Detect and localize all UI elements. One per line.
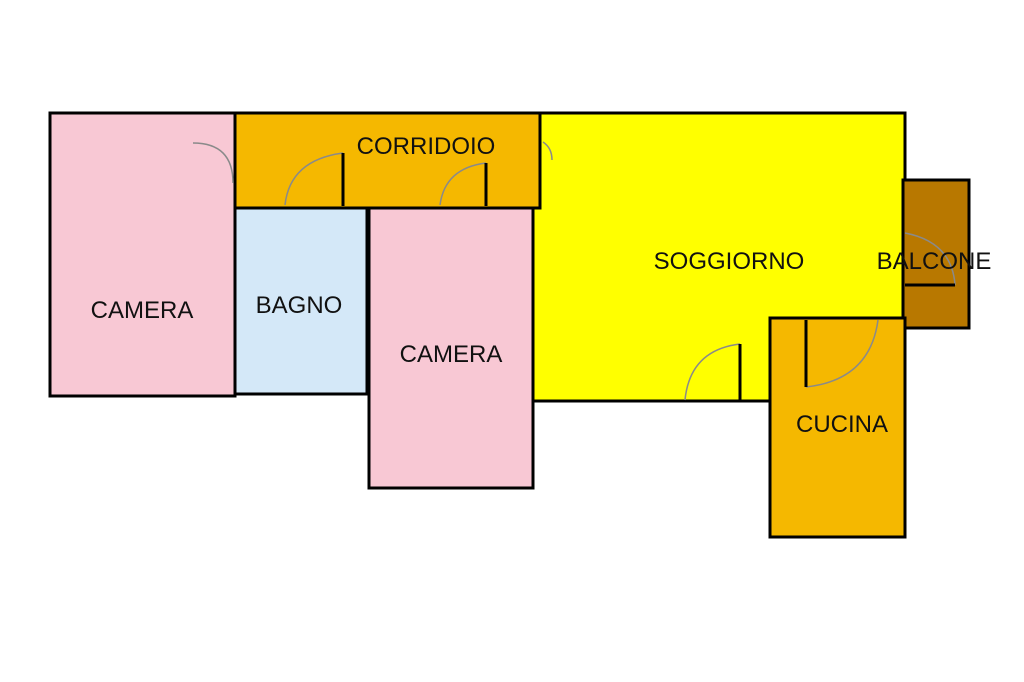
label-balcone: BALCONE bbox=[877, 248, 992, 275]
door-arc-cucina bbox=[805, 319, 879, 388]
room-balcone bbox=[901, 178, 971, 330]
door-arc-camera-left bbox=[192, 142, 234, 184]
label-corridoio: CORRIDOIO bbox=[357, 133, 496, 160]
doors bbox=[192, 141, 956, 401]
room-camera-center bbox=[367, 206, 535, 490]
door-arc-camera-center bbox=[439, 162, 487, 206]
room-camera-left bbox=[48, 111, 237, 398]
label-camera-left: CAMERA bbox=[91, 297, 194, 324]
room-bagno bbox=[233, 206, 369, 396]
label-cucina: CUCINA bbox=[796, 411, 888, 438]
door-arc-soggiorno bbox=[684, 343, 741, 401]
door-arc-balcone bbox=[904, 232, 956, 286]
label-bagno: BAGNO bbox=[256, 292, 343, 319]
room-cucina bbox=[768, 316, 907, 539]
door-arc-bagno bbox=[284, 152, 344, 206]
label-soggiorno: SOGGIORNO bbox=[654, 248, 805, 275]
room-corridoio bbox=[233, 111, 542, 210]
label-camera-center: CAMERA bbox=[400, 341, 503, 368]
door-arc-soggiorno-top bbox=[542, 141, 553, 161]
